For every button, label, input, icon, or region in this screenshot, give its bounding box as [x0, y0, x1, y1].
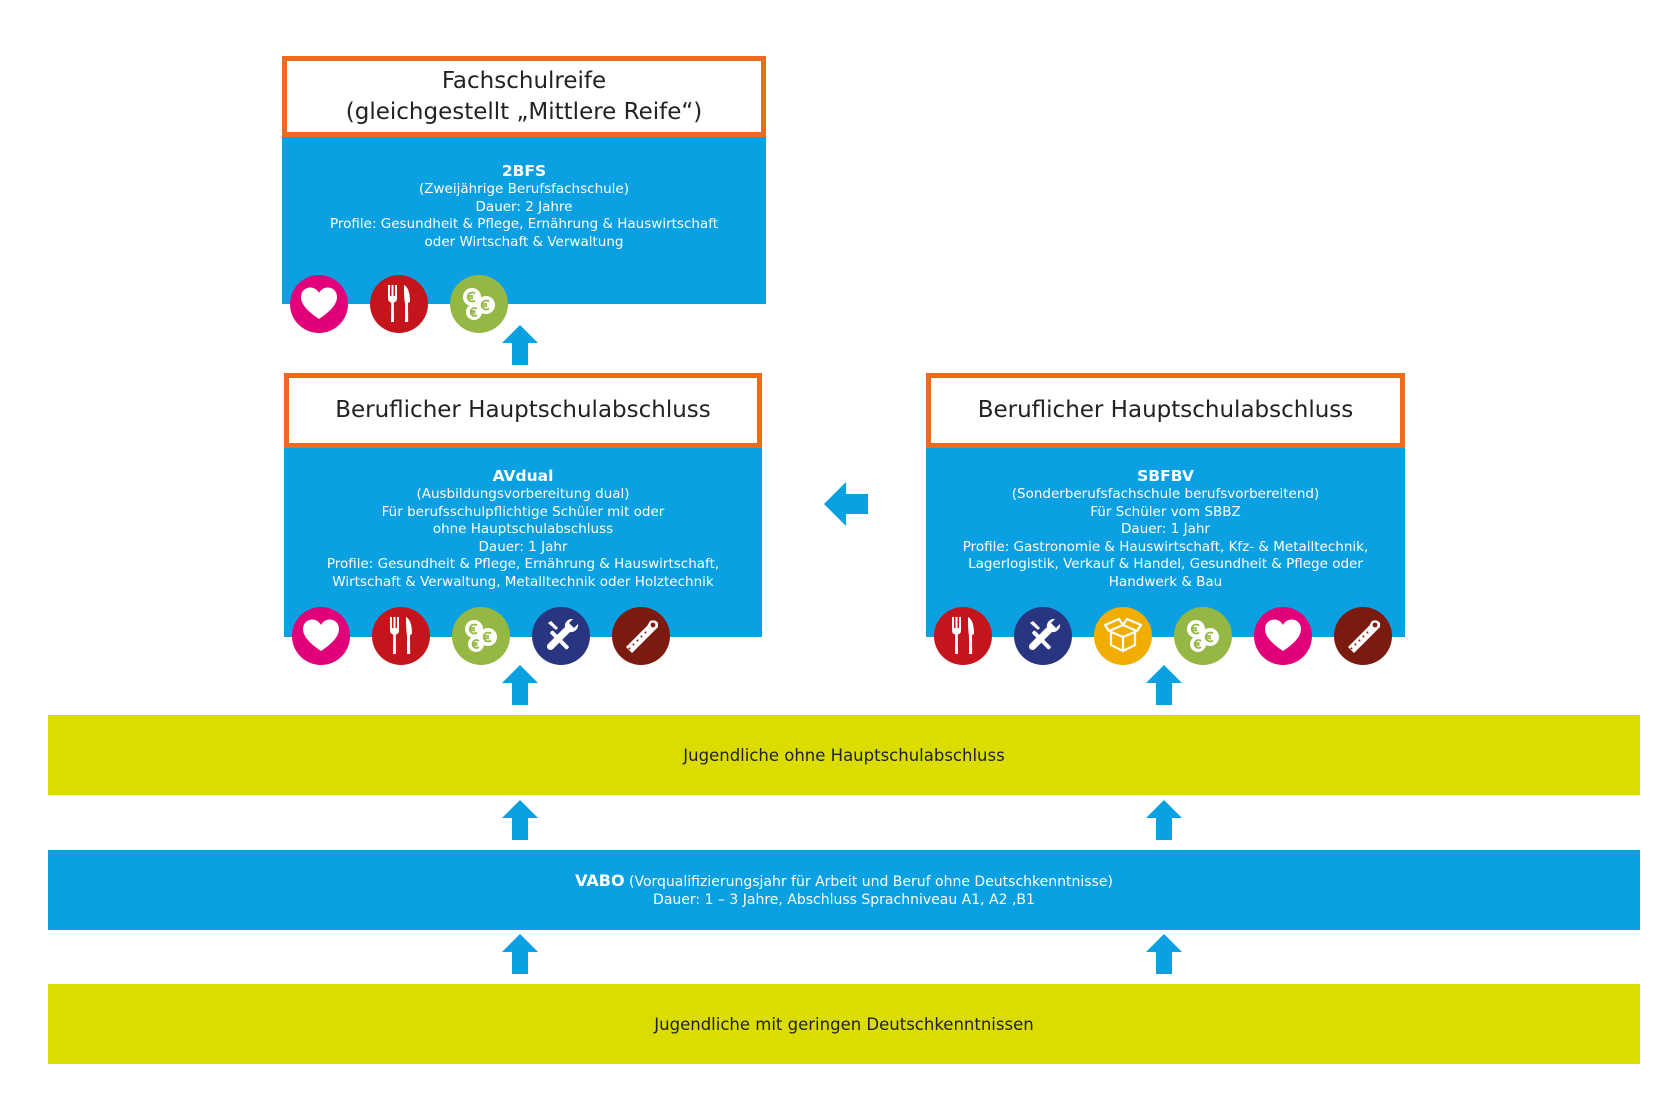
program-line: Profile: Gesundheit & Pflege, Ernährung …	[329, 216, 719, 232]
band-label: Jugendliche ohne Hauptschulabschluss	[683, 745, 1005, 765]
fachschulreife-title: Fachschulreife	[441, 67, 607, 94]
saw-icon	[1334, 607, 1392, 665]
program-line: Für Schüler vom SBBZ	[1090, 503, 1241, 520]
vabo-line1: VABO (Vorqualifizierungsjahr für Arbeit …	[575, 870, 1113, 891]
program-line: (Zweijährige Berufsfachschule)	[418, 181, 629, 197]
cutlery-icon	[370, 275, 428, 333]
program-line: ohne Hauptschulabschluss	[432, 521, 614, 537]
sbfbv-title-box: Beruflicher Hauptschulabschluss	[926, 373, 1405, 448]
program-box-avdual: AVdual (Ausbildungsvorbereitung dual) Fü…	[284, 448, 762, 637]
coins-icon	[452, 607, 510, 665]
arrow-up-icon	[502, 665, 538, 705]
vabo-line2: Dauer: 1 – 3 Jahre, Abschluss Sprachnive…	[653, 891, 1035, 908]
fachschulreife-subtitle: (gleichgestellt „Mittlere Reife“)	[345, 98, 703, 125]
arrow-up-icon	[502, 325, 538, 365]
heart-icon	[292, 607, 350, 665]
arrow-up-icon	[1146, 665, 1182, 705]
arrow-left-icon	[824, 482, 868, 526]
program-line: Dauer: 1 Jahr	[478, 538, 568, 555]
program-line: (Ausbildungsvorbereitung dual)	[416, 486, 630, 502]
program-line: Lagerlogistik, Verkauf & Handel, Gesundh…	[968, 556, 1363, 572]
box-icon	[1094, 607, 1152, 665]
program-line: Dauer: 1 Jahr	[1121, 521, 1210, 537]
arrow-up-icon	[502, 800, 538, 840]
arrow-up-icon	[1146, 934, 1182, 974]
program-line: Dauer: 2 Jahre	[475, 198, 573, 215]
band-geringe-deutschkenntnisse: Jugendliche mit geringen Deutschkenntnis…	[48, 984, 1640, 1064]
tools-icon	[532, 607, 590, 665]
program-line: Handwerk & Bau	[1108, 573, 1223, 590]
vabo-program: VABO	[575, 870, 625, 890]
avdual-title-box: Beruflicher Hauptschulabschluss	[284, 373, 762, 448]
arrow-up-icon	[502, 934, 538, 974]
sbfbv-title: Beruflicher Hauptschulabschluss	[977, 397, 1354, 423]
program-box-sbfbv: SBFBV (Sonderberufsfachschule berufsvorb…	[926, 448, 1405, 637]
arrow-up-icon	[1146, 800, 1182, 840]
program-name: SBFBV	[1137, 467, 1194, 485]
band-vabo: VABO (Vorqualifizierungsjahr für Arbeit …	[48, 850, 1640, 930]
tools-icon	[1014, 607, 1072, 665]
avdual-title: Beruflicher Hauptschulabschluss	[335, 397, 711, 423]
program-line: oder Wirtschaft & Verwaltung	[424, 233, 624, 250]
heart-icon	[290, 275, 348, 333]
saw-icon	[612, 607, 670, 665]
heart-icon	[1254, 607, 1312, 665]
program-line: Wirtschaft & Verwaltung, Metalltechnik o…	[332, 573, 714, 590]
program-line: (Sonderberufsfachschule berufsvorbereite…	[1011, 486, 1320, 502]
vabo-description: (Vorqualifizierungsjahr für Arbeit und B…	[624, 873, 1113, 890]
band-label: Jugendliche mit geringen Deutschkenntnis…	[654, 1014, 1034, 1034]
fachschulreife-title-box: Fachschulreife (gleichgestellt „Mittlere…	[282, 56, 766, 137]
coins-icon	[1174, 607, 1232, 665]
coins-icon	[450, 275, 508, 333]
cutlery-icon	[372, 607, 430, 665]
program-line: Für berufsschulpflichtige Schüler mit od…	[381, 503, 665, 520]
program-box-2bfs: 2BFS (Zweijährige Berufsfachschule) Daue…	[282, 137, 766, 304]
program-line: Profile: Gesundheit & Pflege, Ernährung …	[326, 556, 720, 572]
band-ohne-hauptschulabschluss: Jugendliche ohne Hauptschulabschluss	[48, 715, 1640, 795]
program-line: Profile: Gastronomie & Hauswirtschaft, K…	[962, 538, 1369, 555]
program-name: 2BFS	[501, 162, 547, 180]
cutlery-icon	[934, 607, 992, 665]
program-name: AVdual	[492, 467, 554, 485]
